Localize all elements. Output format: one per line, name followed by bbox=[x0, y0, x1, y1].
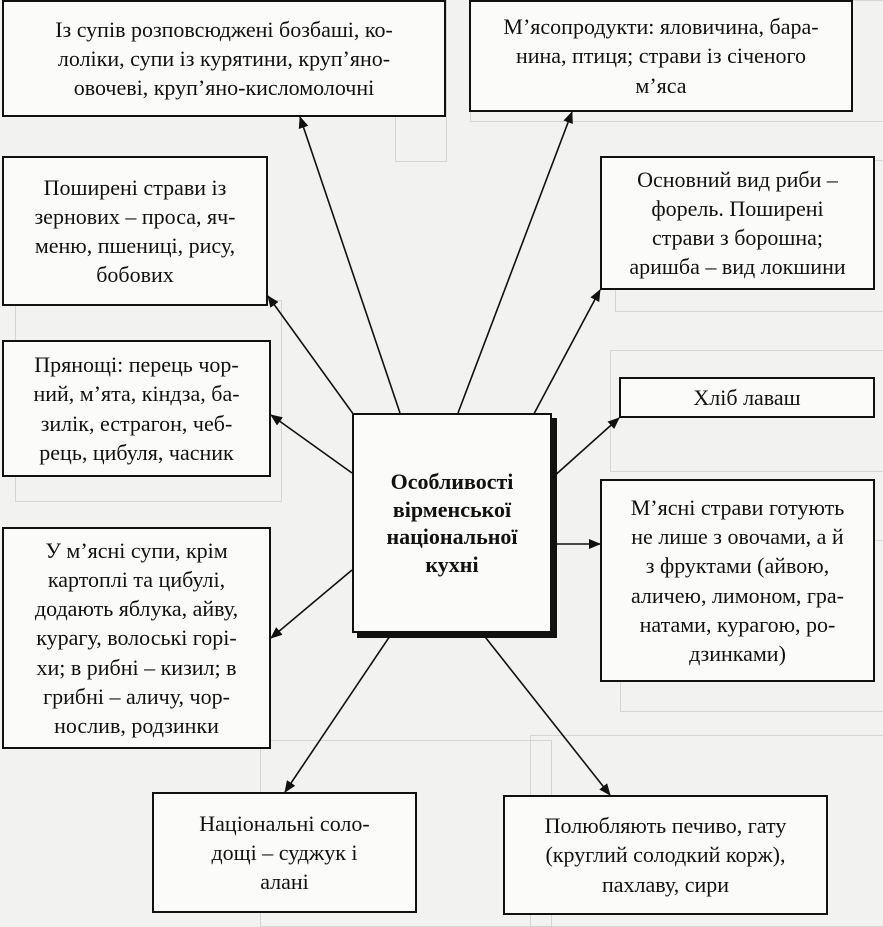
node-sweets: Національні соло- дощі – суджук і алані bbox=[152, 792, 417, 913]
arrow-to-lavash bbox=[551, 417, 620, 479]
node-fish-flour: Основний вид риби – форель. Поширені стр… bbox=[600, 156, 875, 290]
node-spices-text: Прянощі: перець чор- ний, м’ята, кіндза,… bbox=[33, 352, 240, 465]
arrow-to-sweets bbox=[284, 632, 393, 793]
node-meat-products-text: М’ясопродукти: яловичина, бара- нина, пт… bbox=[503, 14, 819, 98]
node-pastry-text: Полюбляють печиво, гату (круглий солодки… bbox=[544, 813, 787, 897]
node-lavash: Хліб лаваш bbox=[619, 377, 875, 418]
node-soup-additions: У м’ясні супи, крім картоплі та цибулі, … bbox=[2, 527, 271, 749]
node-grains-text: Поширені страви із зернових – проса, яч-… bbox=[34, 174, 236, 288]
arrow-to-spices bbox=[270, 414, 353, 474]
node-fish-flour-text: Основний вид риби – форель. Поширені стр… bbox=[629, 166, 846, 280]
arrow-to-meat-products bbox=[457, 111, 573, 414]
ghost-shape bbox=[610, 350, 883, 472]
center-node: Особливості вірменської національної кух… bbox=[352, 413, 552, 633]
node-spices: Прянощі: перець чор- ний, м’ята, кіндза,… bbox=[2, 340, 271, 477]
node-grains: Поширені страви із зернових – проса, яч-… bbox=[2, 156, 268, 306]
node-soup-additions-text: У м’ясні супи, крім картоплі та цибулі, … bbox=[34, 538, 239, 738]
node-pastry: Полюбляють печиво, гату (круглий солодки… bbox=[503, 795, 828, 915]
center-node-text: Особливості вірменської національної кух… bbox=[386, 469, 518, 577]
node-sweets-text: Національні соло- дощі – суджук і алані bbox=[199, 810, 370, 895]
node-meat-fruits: М’ясні страви готують не лише з овочами,… bbox=[600, 479, 875, 682]
arrow-to-soups bbox=[298, 116, 401, 414]
arrow-to-pastry bbox=[481, 632, 611, 796]
node-lavash-text: Хліб лаваш bbox=[693, 384, 801, 410]
node-meat-fruits-text: М’ясні страви готують не лише з овочами,… bbox=[630, 495, 845, 666]
node-meat-products: М’ясопродукти: яловичина, бара- нина, пт… bbox=[469, 0, 853, 112]
arrow-to-soup-additions bbox=[270, 569, 353, 639]
node-soups-text: Із супів розповсюджені бозбаші, ко- лолі… bbox=[55, 16, 393, 101]
node-soups: Із супів розповсюджені бозбаші, ко- лолі… bbox=[2, 0, 446, 117]
